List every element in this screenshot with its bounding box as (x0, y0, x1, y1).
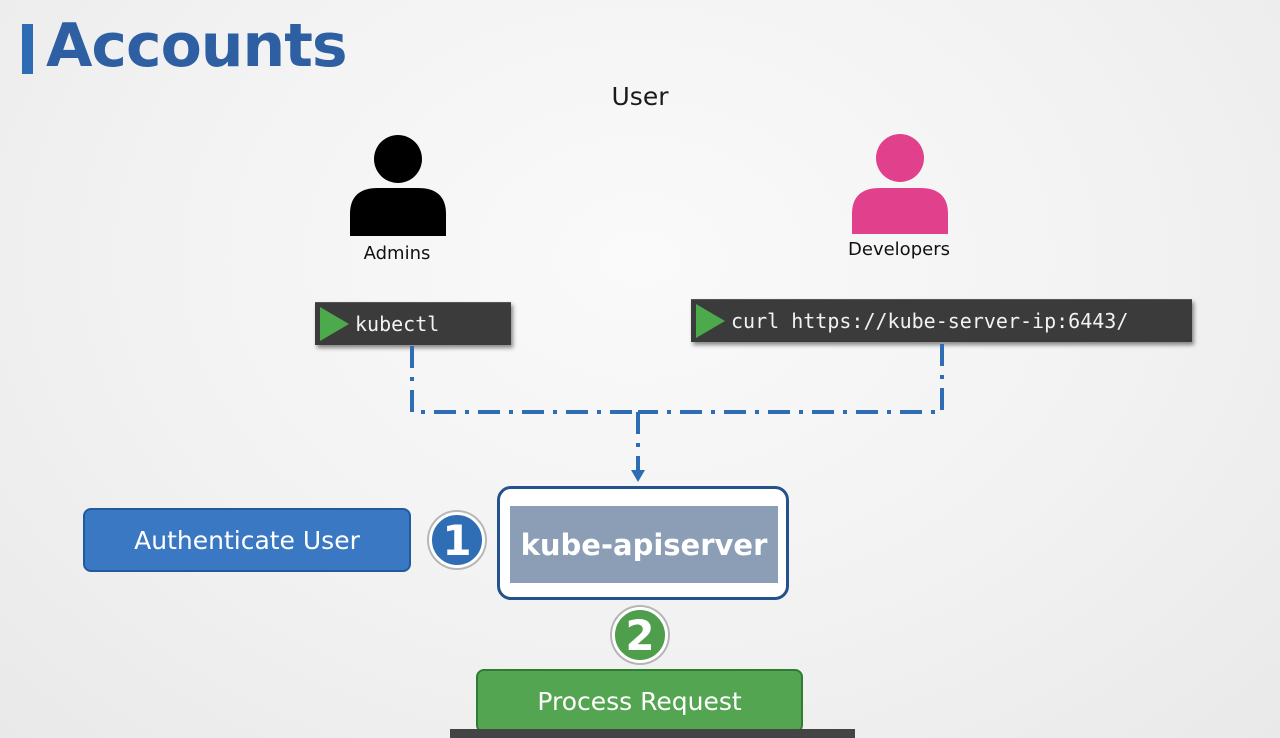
kubectl-terminal: kubectl (315, 302, 511, 345)
developer-person-icon (852, 134, 948, 236)
kubectl-command: kubectl (355, 312, 440, 336)
authenticate-user-box: Authenticate User (83, 508, 411, 572)
admin-connector (410, 346, 638, 414)
apiserver-box: kube-apiserver (510, 506, 778, 583)
admin-person-icon (350, 134, 446, 236)
title-accent-bar (22, 24, 33, 74)
slide-title: Accounts (46, 11, 348, 81)
bottom-strip (450, 729, 855, 738)
play-icon (696, 304, 725, 338)
developers-label: Developers (848, 239, 950, 260)
step-2-badge: 2 (612, 607, 668, 663)
apiserver-label: kube-apiserver (520, 527, 768, 562)
user-heading: User (611, 82, 669, 111)
apiserver-frame: kube-apiserver (497, 486, 789, 600)
process-request-box: Process Request (476, 669, 803, 733)
curl-terminal: curl https://kube-server-ip:6443/ (691, 299, 1192, 342)
step-1-badge: 1 (429, 512, 485, 568)
admins-label: Admins (363, 243, 431, 264)
developer-connector (638, 344, 944, 414)
curl-command: curl https://kube-server-ip:6443/ (731, 309, 1129, 333)
play-icon (320, 307, 349, 341)
arrow-head-icon (631, 470, 645, 482)
